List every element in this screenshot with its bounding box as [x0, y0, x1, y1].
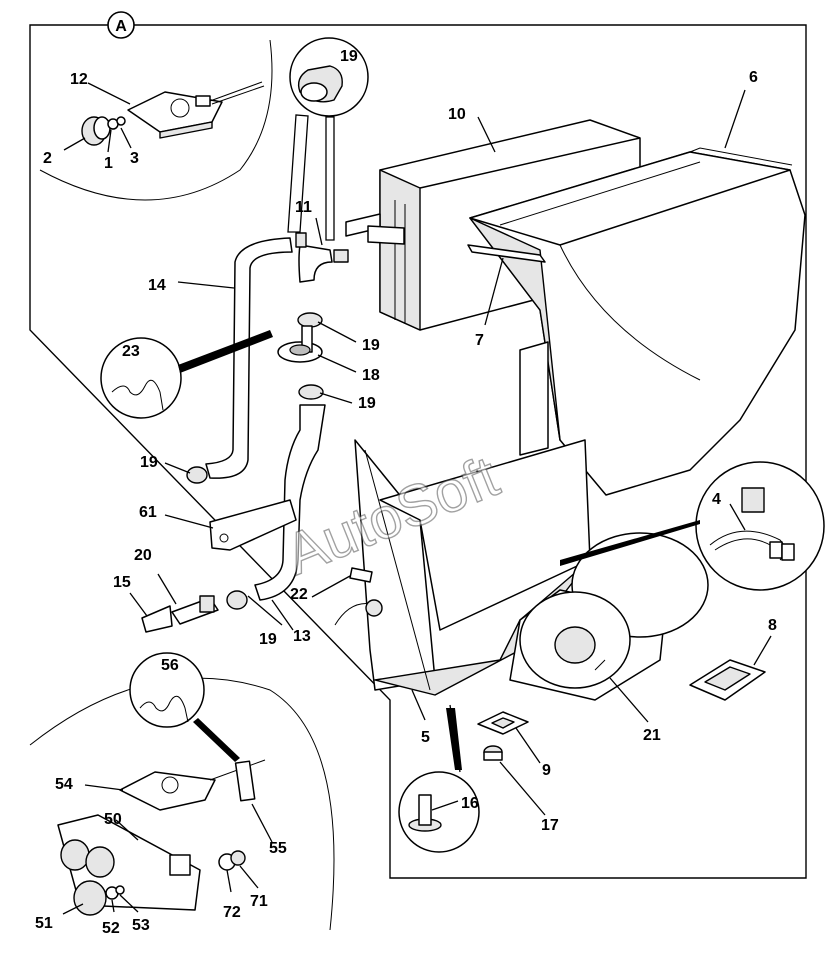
- callout-50: 50: [104, 811, 122, 828]
- inset-connector: [560, 461, 825, 591]
- callout-8: 8: [768, 617, 777, 634]
- inset-control-panel: [29, 652, 335, 931]
- callout-6: 6: [749, 69, 758, 86]
- callout-52: 52: [102, 920, 120, 937]
- callout-2: 2: [43, 150, 52, 167]
- callout-7: 7: [475, 332, 484, 349]
- callout-4: 4: [712, 491, 721, 508]
- inset-spring-clip: [100, 330, 273, 419]
- control-valve: [277, 325, 323, 363]
- foam-pad: [689, 659, 766, 701]
- gasket-grommet: [477, 711, 529, 761]
- callout-17: 17: [541, 817, 559, 834]
- callout-61: 61: [139, 504, 157, 521]
- leader-lines: [62, 82, 772, 915]
- callout-19-valve-bottom: 19: [358, 395, 376, 412]
- callout-11: 11: [295, 199, 312, 216]
- callout-19-hose: 19: [140, 454, 158, 471]
- section-marker-circle: [107, 11, 135, 39]
- callout-15: 15: [113, 574, 131, 591]
- callout-51: 51: [35, 915, 53, 932]
- callout-16: 16: [461, 795, 479, 812]
- callout-23: 23: [122, 343, 140, 360]
- callout-19-valve-top: 19: [362, 337, 380, 354]
- callout-19-fitting: 19: [259, 631, 277, 648]
- callout-10: 10: [448, 106, 466, 123]
- callout-71: 71: [250, 893, 268, 910]
- hose-clips: [186, 312, 324, 610]
- section-frame: A: [29, 11, 807, 879]
- inset-knob-switch: [39, 39, 273, 201]
- callout-1: 1: [104, 155, 113, 172]
- callout-20: 20: [134, 547, 152, 564]
- callout-21: 21: [643, 727, 661, 744]
- callout-22: 22: [290, 586, 308, 603]
- inset-hose-clip: [287, 37, 369, 241]
- callout-72: 72: [223, 904, 241, 921]
- callout-12: 12: [70, 71, 88, 88]
- blower-motor: [509, 532, 709, 701]
- flap-seal: [467, 244, 546, 263]
- callout-54: 54: [55, 776, 73, 793]
- callout-19-top: 19: [340, 48, 358, 65]
- callout-5: 5: [421, 729, 430, 746]
- callout-13: 13: [293, 628, 311, 645]
- callout-18: 18: [362, 367, 380, 384]
- callout-3: 3: [130, 150, 139, 167]
- blower-base: [354, 341, 591, 696]
- callout-14: 14: [148, 277, 166, 294]
- callout-53: 53: [132, 917, 150, 934]
- heater-housing: [469, 147, 806, 496]
- callout-56: 56: [161, 657, 179, 674]
- callout-labels: 12 2 1 3 19 10 6 11 14 7 23 19 18 19 19 …: [35, 48, 777, 937]
- callout-55: 55: [269, 840, 287, 857]
- callout-9: 9: [542, 762, 551, 779]
- bracket-fittings: [141, 499, 383, 633]
- section-marker-label: A: [115, 18, 127, 35]
- inset-bolt: [398, 704, 480, 853]
